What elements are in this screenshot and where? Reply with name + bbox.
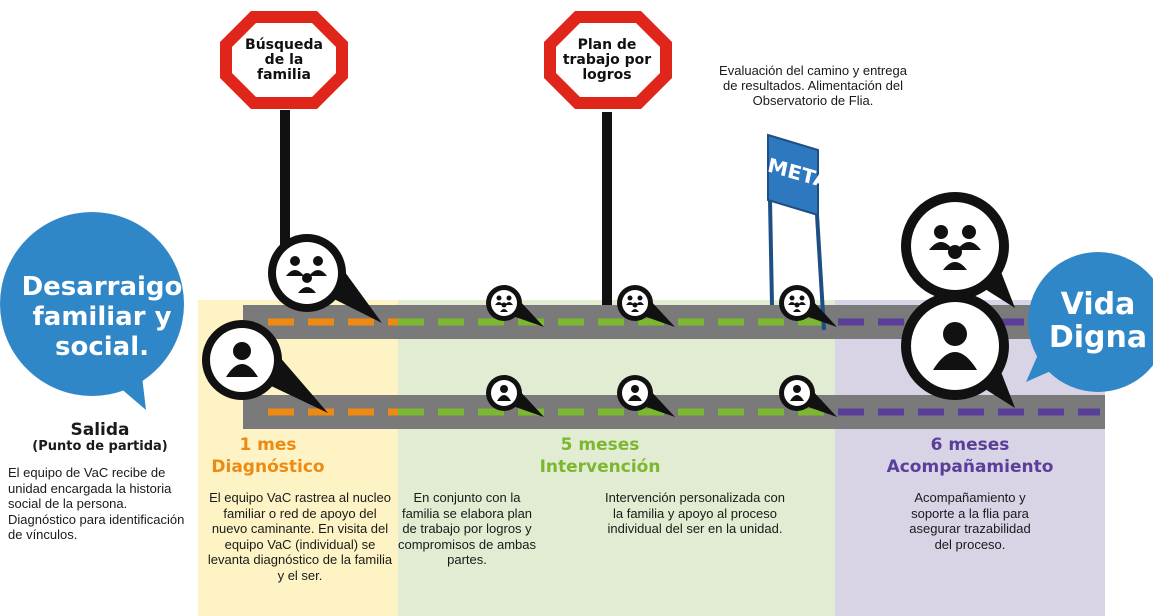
intervencion-duration: 5 meses xyxy=(560,435,640,455)
individual-marker-start xyxy=(202,320,328,413)
family-marker-1 xyxy=(486,285,544,327)
family-marker-2 xyxy=(617,285,675,327)
person-icon xyxy=(226,342,258,377)
meta-flag xyxy=(767,133,826,331)
intervencion-text-right: Intervención personalizada con la famili… xyxy=(605,490,785,536)
start-bubble-label: Desarraigo familiar y social. xyxy=(21,272,183,362)
start-title: Salida xyxy=(70,420,130,440)
acompanamiento-title: Acompañamiento xyxy=(886,457,1054,477)
intervencion-text-left: En conjunto con la familia se elabora pl… xyxy=(398,490,536,567)
phase-intervencion-background xyxy=(398,300,835,616)
acompanamiento-duration: 6 meses xyxy=(930,435,1010,455)
plan-sign-pole xyxy=(602,112,612,307)
individual-marker-1 xyxy=(486,375,544,417)
start-subtitle: (Punto de partida) xyxy=(32,439,168,454)
meta-caption: Evaluación del camino y entrega de resul… xyxy=(719,63,907,108)
start-description: El equipo de VaC recibe de unidad encarg… xyxy=(8,465,185,542)
family-marker-search xyxy=(268,234,382,323)
family-marker-end xyxy=(901,192,1015,308)
plan-sign-label: Plan de trabajo por logros xyxy=(562,37,652,83)
intervencion-title: Intervención xyxy=(539,457,661,477)
acompanamiento-text: Acompañamiento y soporte a la flia para … xyxy=(909,490,1031,552)
search-sign-label: Búsqueda de la familia xyxy=(245,37,323,83)
family-icon xyxy=(286,256,327,293)
diagnostico-text: El equipo VaC rastrea al nucleo familiar… xyxy=(207,490,393,583)
end-bubble xyxy=(1026,252,1153,392)
diagnostico-duration: 1 mes xyxy=(239,435,297,455)
end-bubble-label: Vida Digna xyxy=(1048,287,1148,355)
individual-marker-end xyxy=(901,292,1015,408)
search-sign-pole xyxy=(280,110,290,255)
diagnostico-title: Diagnóstico xyxy=(211,457,325,477)
search-sign xyxy=(220,11,348,109)
plan-sign xyxy=(544,11,672,109)
family-marker-3 xyxy=(779,285,837,327)
start-bubble xyxy=(0,212,184,410)
individual-marker-2 xyxy=(617,375,675,417)
individual-marker-3 xyxy=(779,375,837,417)
